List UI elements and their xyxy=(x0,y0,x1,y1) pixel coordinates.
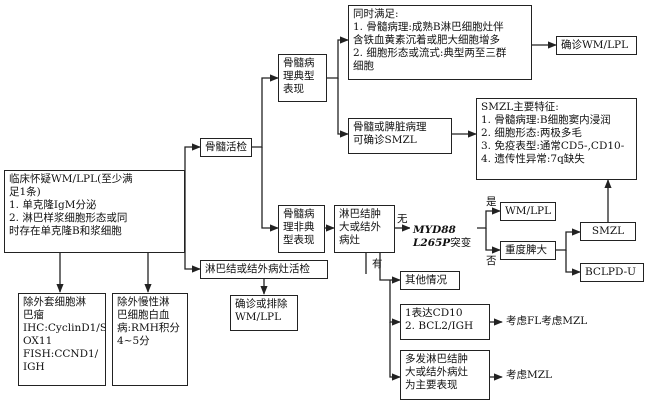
edge-label-no-lymph: 无 xyxy=(397,213,408,225)
node-smzl: SMZL xyxy=(580,222,636,241)
node-both-criteria: 同时满足: 1. 骨髓病理:成熟B淋巴细胞灶伴 含铁血黄素沉着或肥大细胞增多 2… xyxy=(348,5,532,80)
node-bm-atypical: 骨髓病 理非典 型表现 xyxy=(278,205,325,253)
node-bone-marrow-biopsy: 骨髓活检 xyxy=(200,138,252,157)
edge-label-no: 否 xyxy=(486,255,497,267)
node-smzl-features: SMZL主要特征: 1. 骨髓病理:B细胞窦内浸润 2. 细胞形态:两极多毛 3… xyxy=(476,98,637,180)
node-bm-typical: 骨髓病 理典型 表现 xyxy=(278,54,327,102)
node-exclude-cll: 除外慢性淋 巴细胞白血 病:RMH积分 4~5分 xyxy=(112,293,188,386)
node-bm-spleen-smzl: 骨髓或脾脏病理 可确诊SMZL xyxy=(348,118,452,154)
node-lymph-node-biopsy: 淋巴结或结外病灶活检 xyxy=(200,260,328,279)
node-bclpd-u: BCLPD-U xyxy=(580,263,644,282)
myd88-suffix: 突变 xyxy=(450,237,472,247)
node-lymph-node-enlargement: 淋巴结肿 大或结外 病灶 xyxy=(334,205,395,253)
edge-label-yes: 是 xyxy=(486,196,497,208)
edge-label-yes-lymph: 有 xyxy=(372,258,383,270)
node-confirm-wm: 确诊WM/LPL xyxy=(556,36,637,55)
node-exclude-mcl: 除外套细胞淋 巴瘤 IHC:CyclinD1/S OX11 FISH:CCND1… xyxy=(18,293,106,386)
node-wm-lpl: WM/LPL xyxy=(500,202,556,221)
node-cd10-bcl2: 1表达CD10 2. BCL2/IGH xyxy=(400,304,490,340)
node-other: 其他情况 xyxy=(400,271,460,290)
node-multi-lymph-node: 多发淋巴结肿 大或结外病灶 为主要表现 xyxy=(400,350,490,400)
node-consider-fl-mzl: 考虑FL考虑MZL xyxy=(506,315,588,327)
node-splenomegaly: 重度脾大 xyxy=(500,241,556,260)
node-confirm-or-exclude: 确诊或排除 WM/LPL xyxy=(230,295,298,331)
myd88-gene: MYD88 L265P xyxy=(413,224,456,247)
node-consider-mzl: 考虑MZL xyxy=(506,369,553,381)
node-clinical-suspicion: 临床怀疑WM/LPL(至少满 足1条) 1. 单克隆IgM分泌 2. 淋巴样浆细… xyxy=(4,170,185,253)
node-myd88-mutation: MYD88 L265P突变 xyxy=(410,209,477,247)
